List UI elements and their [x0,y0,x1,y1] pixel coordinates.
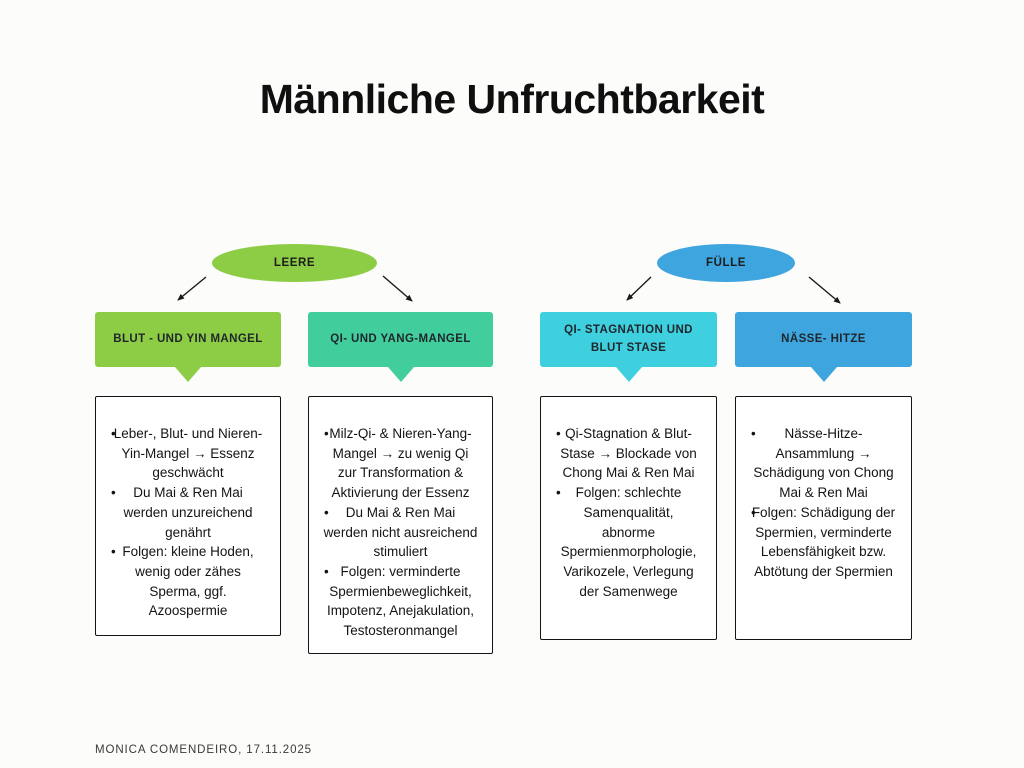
bullet-item: Folgen: Schädigung der Spermien, vermind… [740,503,907,582]
column-qi-yang-mangel: QI- UND YANG-MANGEL Milz-Qi- & Nieren-Ya… [308,312,493,654]
column-header-qi-yang-mangel: QI- UND YANG-MANGEL [308,312,493,367]
footer-credit: MONICA COMENDEIRO, 17.11.2025 [95,744,312,756]
column-header-label: QI- UND YANG-MANGEL [330,332,471,345]
bullet-item: Folgen: verminderte Spermienbeweglichkei… [313,562,488,641]
bullet-list: Nässe-Hitze-Ansammlung → Schädigung von … [740,424,907,582]
column-blut-yin-mangel: BLUT - UND YIN MANGEL Leber-, Blut- und … [95,312,281,636]
bullet-item: Qi-Stagnation & Blut-Stase → Blockade vo… [545,424,712,483]
pointer-triangle [615,367,642,382]
pointer-triangle [175,367,201,382]
category-ellipse-leere: LEERE [212,244,377,282]
bullet-list: Milz-Qi- & Nieren-Yang-Mangel → zu wenig… [313,424,488,641]
column-header-qi-stagnation-blut-stase: QI- STAGNATION UND BLUT STASE [540,312,717,367]
category-ellipse-fuelle: FÜLLE [657,244,795,282]
column-naesse-hitze: NÄSSE- HITZE Nässe-Hitze-Ansammlung → Sc… [735,312,912,640]
arrow-fuelle-right [808,276,841,304]
arrow-leere-left [177,276,207,301]
detail-box-qi-stagnation-blut-stase: Qi-Stagnation & Blut-Stase → Blockade vo… [540,396,717,640]
category-label-leere: LEERE [273,257,316,269]
bullet-item: Du Mai & Ren Mai werden unzureichend gen… [100,483,276,542]
column-header-label: NÄSSE- HITZE [781,332,866,345]
column-header-label: BLUT - UND YIN MANGEL [113,332,263,345]
page-title: Männliche Unfruchtbarkeit [259,76,765,122]
bullet-item: Leber-, Blut- und Nieren-Yin-Mangel → Es… [100,424,276,483]
bullet-item: Nässe-Hitze-Ansammlung → Schädigung von … [740,424,907,503]
bullet-item: Folgen: schlechte Samenqualität, abnorme… [545,483,712,601]
category-label-fuelle: FÜLLE [705,257,747,269]
arrow-fuelle-left [626,276,652,301]
bullet-list: Qi-Stagnation & Blut-Stase → Blockade vo… [545,424,712,601]
arrow-leere-right [382,275,413,302]
detail-box-qi-yang-mangel: Milz-Qi- & Nieren-Yang-Mangel → zu wenig… [308,396,493,654]
bullet-item: Milz-Qi- & Nieren-Yang-Mangel → zu wenig… [313,424,488,503]
detail-box-naesse-hitze: Nässe-Hitze-Ansammlung → Schädigung von … [735,396,912,640]
column-header-blut-yin-mangel: BLUT - UND YIN MANGEL [95,312,281,367]
pointer-triangle [810,367,837,382]
detail-box-blut-yin-mangel: Leber-, Blut- und Nieren-Yin-Mangel → Es… [95,396,281,636]
pointer-triangle [387,367,414,382]
column-header-label: QI- STAGNATION UND BLUT STASE [564,324,693,354]
bullet-item: Du Mai & Ren Mai werden nicht ausreichen… [313,503,488,562]
column-qi-stagnation-blut-stase: QI- STAGNATION UND BLUT STASE Qi-Stagnat… [540,312,717,640]
bullet-item: Folgen: kleine Hoden, wenig oder zähes S… [100,542,276,621]
column-header-naesse-hitze: NÄSSE- HITZE [735,312,912,367]
bullet-list: Leber-, Blut- und Nieren-Yin-Mangel → Es… [100,424,276,621]
